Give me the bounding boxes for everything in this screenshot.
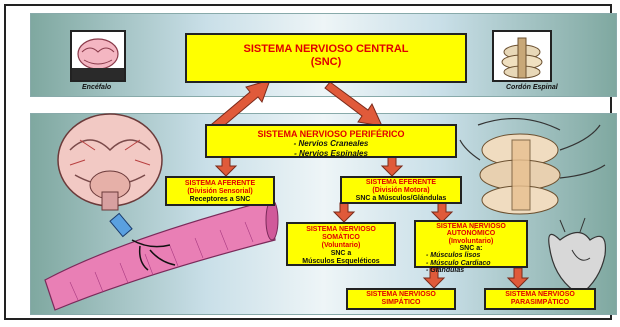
parasympathetic-box: SISTEMA NERVIOSO PARASIMPÁTICO xyxy=(484,288,596,310)
arrow-cns-to-pns-left xyxy=(211,79,271,130)
autonomic-subtitle: AUTONÓMICO xyxy=(446,230,496,238)
somatic-subtitle: SOMÁTICO xyxy=(322,234,360,242)
afferent-division: (División Sensorial) xyxy=(187,188,253,196)
brain-icon xyxy=(72,38,124,80)
spine-caption: Cordón Espinal xyxy=(506,84,558,91)
brain-thumbnail xyxy=(70,30,126,82)
autonomic-type: (Involuntario) xyxy=(448,237,494,245)
pns-title: SISTEMA NERVIOSO PERIFÉRICO xyxy=(257,129,405,139)
parasympathetic-title: SISTEMA NERVIOSO xyxy=(505,291,575,298)
efferent-title: SISTEMA EFERENTE xyxy=(365,179,437,186)
sympathetic-title: SISTEMA NERVIOSO xyxy=(366,291,436,298)
pns-item-cranial: - Nervios Craneales xyxy=(293,139,369,149)
arrow-autonomic-to-parasympathetic xyxy=(506,267,530,289)
autonomic-item-cardiac: - Músculo Cardiaco xyxy=(426,259,491,267)
efferent-box: SISTEMA EFERENTE (División Motora) SNC a… xyxy=(340,176,462,204)
afferent-desc: Receptores a SNC xyxy=(189,196,251,204)
somatic-title: SISTEMA NERVIOSO xyxy=(306,226,376,233)
afferent-box: SISTEMA AFERENTE (División Sensorial) Re… xyxy=(165,176,275,206)
autonomic-item-smooth: - Músculos lisos xyxy=(426,252,481,260)
autonomic-item-glands: - Glándulas xyxy=(426,267,465,275)
arrow-efferent-to-autonomic xyxy=(430,202,454,223)
parasympathetic-subtitle: PARASIMPÁTICO xyxy=(510,299,570,307)
somatic-type: (Voluntario) xyxy=(321,242,361,250)
autonomic-box: SISTEMA NERVIOSO AUTONÓMICO (Involuntari… xyxy=(414,220,528,274)
spine-thumbnail xyxy=(492,30,552,82)
efferent-desc: SNC a Músculos/Glándulas xyxy=(355,195,447,203)
autonomic-desc: SNC a: xyxy=(459,245,483,253)
efferent-division: (División Motora) xyxy=(372,187,430,195)
heart-illustration xyxy=(548,217,607,296)
pns-box: SISTEMA NERVIOSO PERIFÉRICO - Nervios Cr… xyxy=(205,124,457,158)
autonomic-title: SISTEMA NERVIOSO xyxy=(436,223,506,230)
arrow-pns-to-afferent xyxy=(214,155,238,177)
brain-caption: Encéfalo xyxy=(82,84,112,91)
somatic-desc-2: Músculos Esqueléticos xyxy=(302,258,380,266)
somatic-desc-1: SNC a xyxy=(330,250,352,258)
vertebra-illustration xyxy=(459,118,606,215)
cns-abbrev: (SNC) xyxy=(310,55,342,68)
cns-title: SISTEMA NERVIOSO CENTRAL xyxy=(243,43,409,55)
arrow-efferent-to-somatic xyxy=(332,202,356,223)
sympathetic-subtitle: SIMPÁTICO xyxy=(381,299,421,307)
arrow-autonomic-to-sympathetic xyxy=(422,267,446,289)
somatic-box: SISTEMA NERVIOSO SOMÁTICO (Voluntario) S… xyxy=(286,222,396,266)
pns-item-spinal: - Nervios Espinales xyxy=(294,148,368,158)
muscle-fiber-illustration xyxy=(44,199,279,311)
afferent-title: SISTEMA AFERENTE xyxy=(184,180,256,187)
cns-box: SISTEMA NERVIOSO CENTRAL (SNC) xyxy=(185,33,467,83)
arrow-cns-to-pns-right xyxy=(324,81,383,127)
arrow-pns-to-efferent xyxy=(380,155,404,177)
sympathetic-box: SISTEMA NERVIOSO SIMPÁTICO xyxy=(346,288,456,310)
spine-icon xyxy=(501,37,543,79)
brain-base-illustration xyxy=(57,113,163,211)
